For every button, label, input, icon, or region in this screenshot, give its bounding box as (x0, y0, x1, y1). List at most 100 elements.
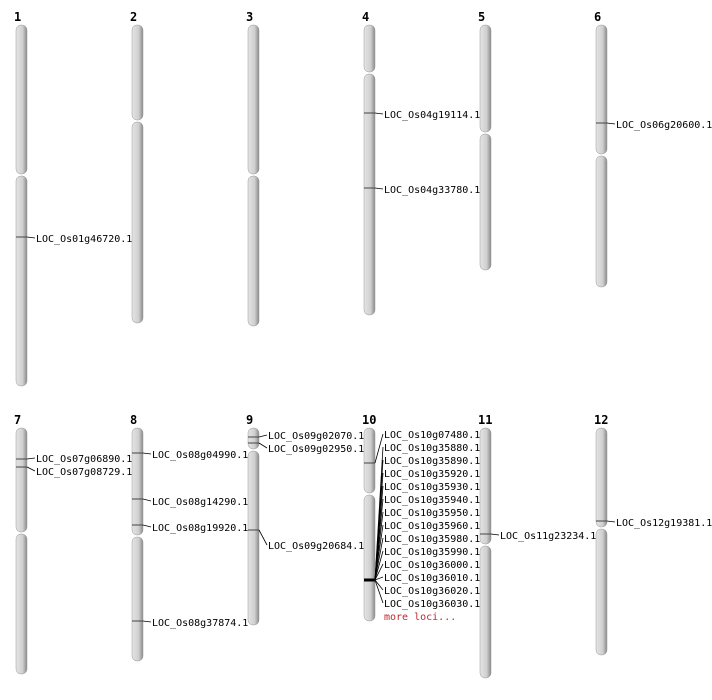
chromosome-arm-long (131, 536, 144, 662)
chromosome-8[interactable]: 8LOC_Os08g04990.1LOC_Os08g14290.1LOC_Os0… (130, 413, 248, 662)
chromosome-number: 12 (594, 413, 608, 427)
locus-connector (374, 579, 384, 591)
locus-label[interactable]: LOC_Os10g35990.1 (384, 547, 480, 558)
chromosome-number: 6 (594, 10, 601, 24)
chromosome-5[interactable]: 5 (478, 10, 492, 271)
chromosome-2[interactable]: 2 (130, 10, 144, 324)
locus-label[interactable]: LOC_Os04g33780.1 (384, 185, 480, 196)
locus-label[interactable]: LOC_Os08g37874.1 (152, 618, 248, 629)
locus-label[interactable]: LOC_Os10g35920.1 (384, 469, 480, 480)
locus-label[interactable]: LOC_Os10g35890.1 (384, 456, 480, 467)
chromosome-arm-long (247, 175, 260, 327)
chromosome-arm-short (595, 427, 608, 528)
locus-connector (26, 466, 36, 472)
chromosome-3[interactable]: 3 (246, 10, 260, 327)
locus-connector (374, 537, 384, 581)
chromosome-arm-long (595, 528, 608, 656)
locus-label[interactable]: LOC_Os07g08729.1 (36, 467, 132, 478)
locus-label[interactable]: LOC_Os08g14290.1 (152, 497, 248, 508)
locus-label[interactable]: LOC_Os08g04990.1 (152, 450, 248, 461)
locus-connector (258, 442, 268, 449)
locus-label[interactable]: LOC_Os09g02950.1 (268, 444, 364, 455)
locus-label[interactable]: LOC_Os10g35980.1 (384, 534, 480, 545)
locus-connector (374, 579, 384, 604)
locus-connector (374, 576, 384, 581)
chromosome-arm-long (15, 175, 28, 387)
locus-label[interactable]: LOC_Os10g35930.1 (384, 482, 480, 493)
locus-label[interactable]: LOC_Os10g36010.1 (384, 573, 480, 584)
chromosome-arm-long (247, 450, 260, 626)
locus-connector (142, 620, 152, 623)
chromosome-arm-short (15, 427, 28, 533)
chromosome-number: 3 (246, 10, 253, 24)
chromosome-arm-long (363, 494, 376, 622)
locus-label[interactable]: LOC_Os09g02070.1 (268, 431, 364, 442)
locus-label[interactable]: LOC_Os12g19381.1 (616, 518, 712, 529)
locus-label[interactable]: LOC_Os10g36000.1 (384, 560, 480, 571)
locus-connector (374, 550, 384, 581)
locus-label[interactable]: LOC_Os10g36020.1 (384, 586, 480, 597)
locus-label[interactable]: LOC_Os07g06890.1 (36, 454, 132, 465)
chromosome-arm-long (363, 73, 376, 316)
chromosome-arm-short (131, 24, 144, 121)
chromosome-number: 11 (478, 413, 492, 427)
locus-label[interactable]: LOC_Os09g20684.1 (268, 541, 364, 552)
locus-connector (374, 433, 384, 464)
locus-label[interactable]: LOC_Os10g35960.1 (384, 521, 480, 532)
locus-label[interactable]: LOC_Os10g07480.1 (384, 430, 480, 441)
chromosome-arm-short (479, 427, 492, 545)
chromosome-arm-short (479, 24, 492, 133)
chromosome-number: 8 (130, 413, 137, 427)
locus-connector (258, 529, 268, 546)
chromosome-arm-short (131, 427, 144, 536)
locus-label[interactable]: LOC_Os10g35880.1 (384, 443, 480, 454)
locus-label[interactable]: LOC_Os04g19114.1 (384, 110, 480, 121)
chromosome-arm-long (479, 545, 492, 679)
chromosome-10[interactable]: 10LOC_Os10g07480.1LOC_Os10g35880.1LOC_Os… (362, 413, 480, 623)
chromosome-9[interactable]: 9LOC_Os09g02070.1LOC_Os09g02950.1LOC_Os0… (246, 413, 364, 626)
locus-label[interactable]: LOC_Os10g35940.1 (384, 495, 480, 506)
locus-label[interactable]: LOC_Os06g20600.1 (616, 120, 712, 131)
chromosome-number: 1 (14, 10, 21, 24)
locus-connector (142, 498, 152, 502)
locus-connector (142, 452, 152, 455)
chromosome-arm-short (595, 24, 608, 155)
chromosome-arm-long (595, 155, 608, 288)
locus-label[interactable]: LOC_Os01g46720.1 (36, 234, 132, 245)
locus-connector (374, 187, 384, 190)
locus-label[interactable]: LOC_Os10g35950.1 (384, 508, 480, 519)
locus-connector (374, 563, 384, 581)
chromosome-arm-short (247, 427, 260, 450)
chromosome-number: 5 (478, 10, 485, 24)
locus-label[interactable]: LOC_Os08g19920.1 (152, 523, 248, 534)
more-loci-link[interactable]: more loci... (384, 612, 456, 623)
locus-connector (374, 112, 384, 115)
locus-connector (26, 236, 36, 239)
chromosome-arm-long (15, 533, 28, 675)
chromosome-number: 9 (246, 413, 253, 427)
chromosome-number: 4 (362, 10, 369, 24)
chromosome-arm-long (479, 133, 492, 271)
chromosome-arm-short (363, 427, 376, 494)
locus-connector (490, 533, 500, 536)
locus-connector (26, 457, 36, 460)
locus-connector (258, 434, 268, 438)
locus-connector (606, 520, 616, 523)
chromosome-arm-short (15, 24, 28, 175)
locus-label[interactable]: LOC_Os10g36030.1 (384, 599, 480, 610)
chromosome-number: 2 (130, 10, 137, 24)
chromosome-arm-long (131, 121, 144, 324)
chromosome-number: 7 (14, 413, 21, 427)
chromosome-arm-short (247, 24, 260, 175)
locus-connector (606, 122, 616, 125)
chromosome-number: 10 (362, 413, 376, 427)
locus-connector (142, 524, 152, 528)
locus-label[interactable]: LOC_Os11g23234.1 (500, 531, 596, 542)
